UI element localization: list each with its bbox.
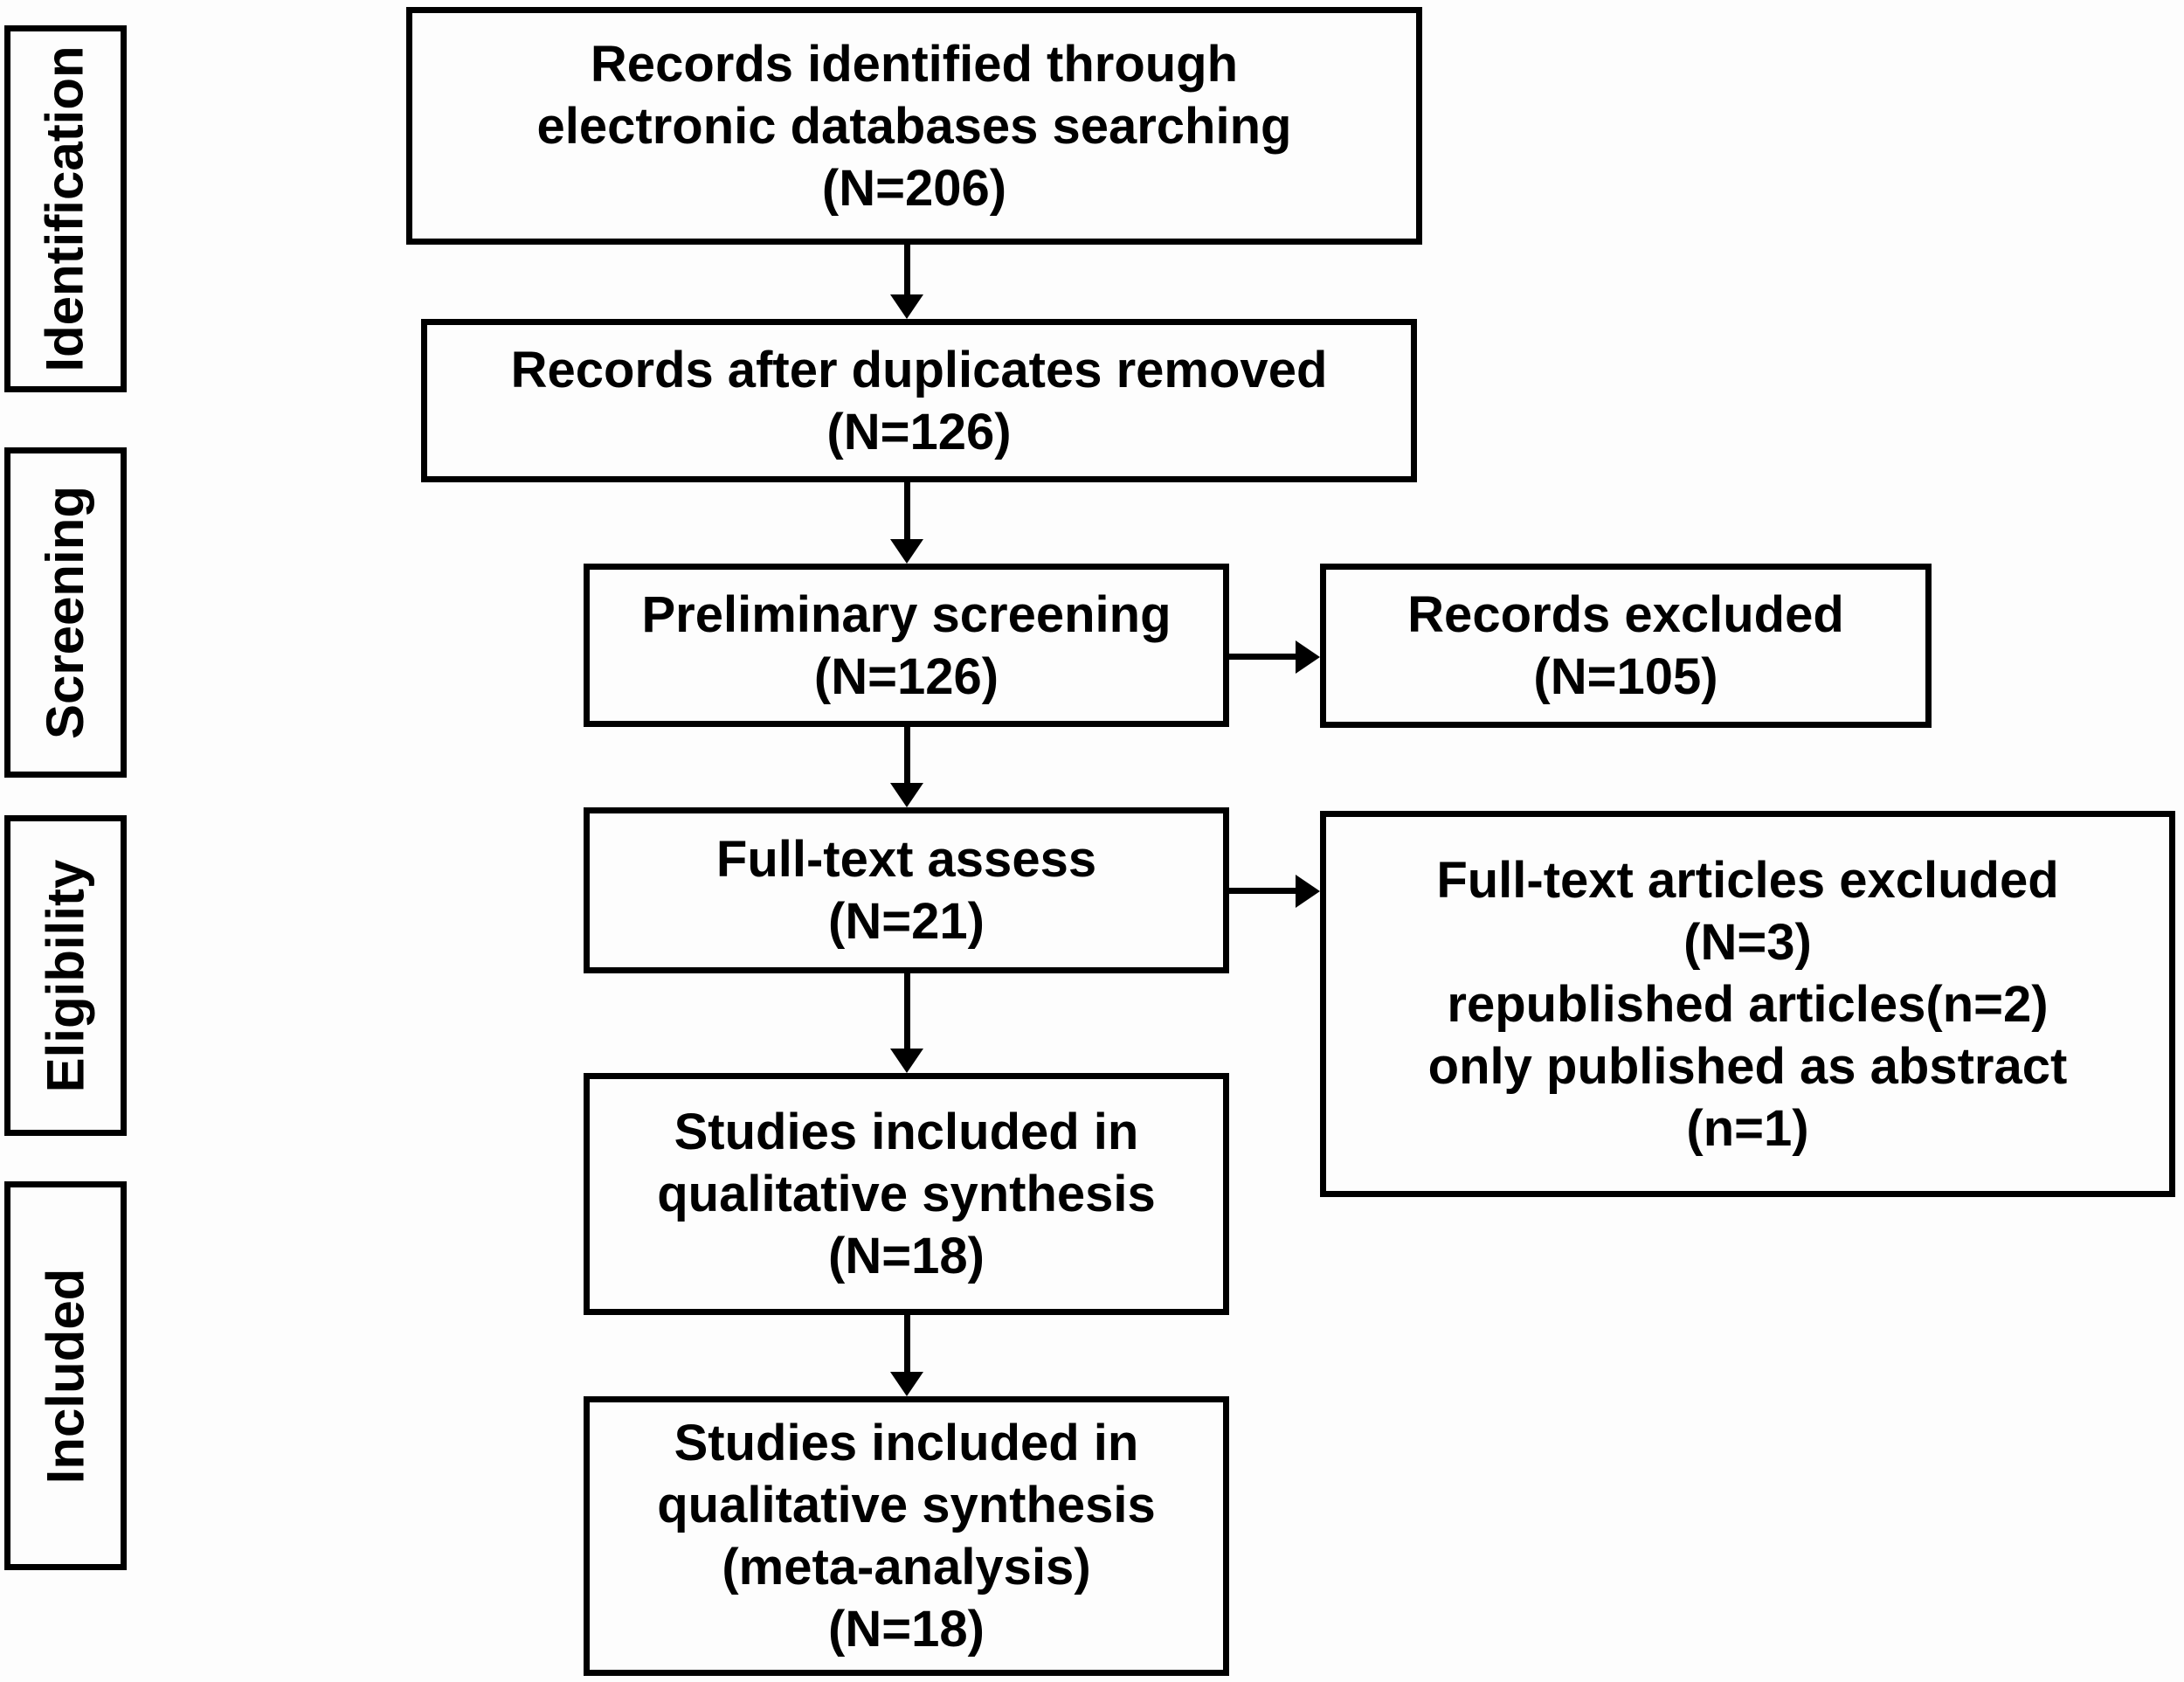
flow-box-fulltext-excluded: Full-text articles excluded (N=3) republ…	[1320, 811, 2175, 1197]
arrow-down-icon	[890, 1049, 923, 1073]
flow-box-records-identified: Records identified through electronic da…	[406, 7, 1422, 245]
stage-label-included-text: Included	[36, 1268, 94, 1484]
arrow-deduplicated-to-screening-shaft	[904, 481, 910, 542]
stage-label-included: Included	[4, 1181, 127, 1570]
arrow-down-icon	[890, 294, 923, 319]
flow-box-meta-analysis: Studies included in qualitative synthesi…	[584, 1396, 1229, 1676]
flow-box-duplicates-removed: Records after duplicates removed (N=126)	[421, 319, 1417, 482]
arrow-screening-to-fulltext-shaft	[904, 725, 910, 785]
arrow-qualitative-to-meta-shaft	[904, 1313, 910, 1374]
stage-label-screening: Screening	[4, 447, 127, 778]
flow-box-qualitative-synthesis: Studies included in qualitative synthesi…	[584, 1073, 1229, 1315]
flow-box-records-excluded: Records excluded (N=105)	[1320, 564, 1932, 728]
arrow-fulltext-to-qualitative-shaft	[904, 972, 910, 1049]
arrow-right-icon	[1296, 640, 1320, 674]
stage-label-identification: Identification	[4, 25, 127, 392]
flow-box-fulltext-assess: Full-text assess (N=21)	[584, 807, 1229, 973]
arrow-screening-to-excluded-shaft	[1229, 654, 1298, 660]
stage-label-identification-text: Identification	[36, 45, 94, 372]
stage-label-eligibility: Eligibility	[4, 815, 127, 1136]
arrow-right-icon	[1296, 875, 1320, 908]
stage-label-eligibility-text: Eligibility	[36, 859, 95, 1092]
arrow-down-icon	[890, 539, 923, 564]
stage-label-screening-text: Screening	[36, 485, 95, 740]
arrow-down-icon	[890, 783, 923, 807]
flow-box-preliminary-screening: Preliminary screening (N=126)	[584, 564, 1229, 727]
arrow-identified-to-deduplicated-shaft	[904, 243, 910, 297]
arrow-fulltext-to-excluded-shaft	[1229, 888, 1298, 894]
arrow-down-icon	[890, 1372, 923, 1396]
